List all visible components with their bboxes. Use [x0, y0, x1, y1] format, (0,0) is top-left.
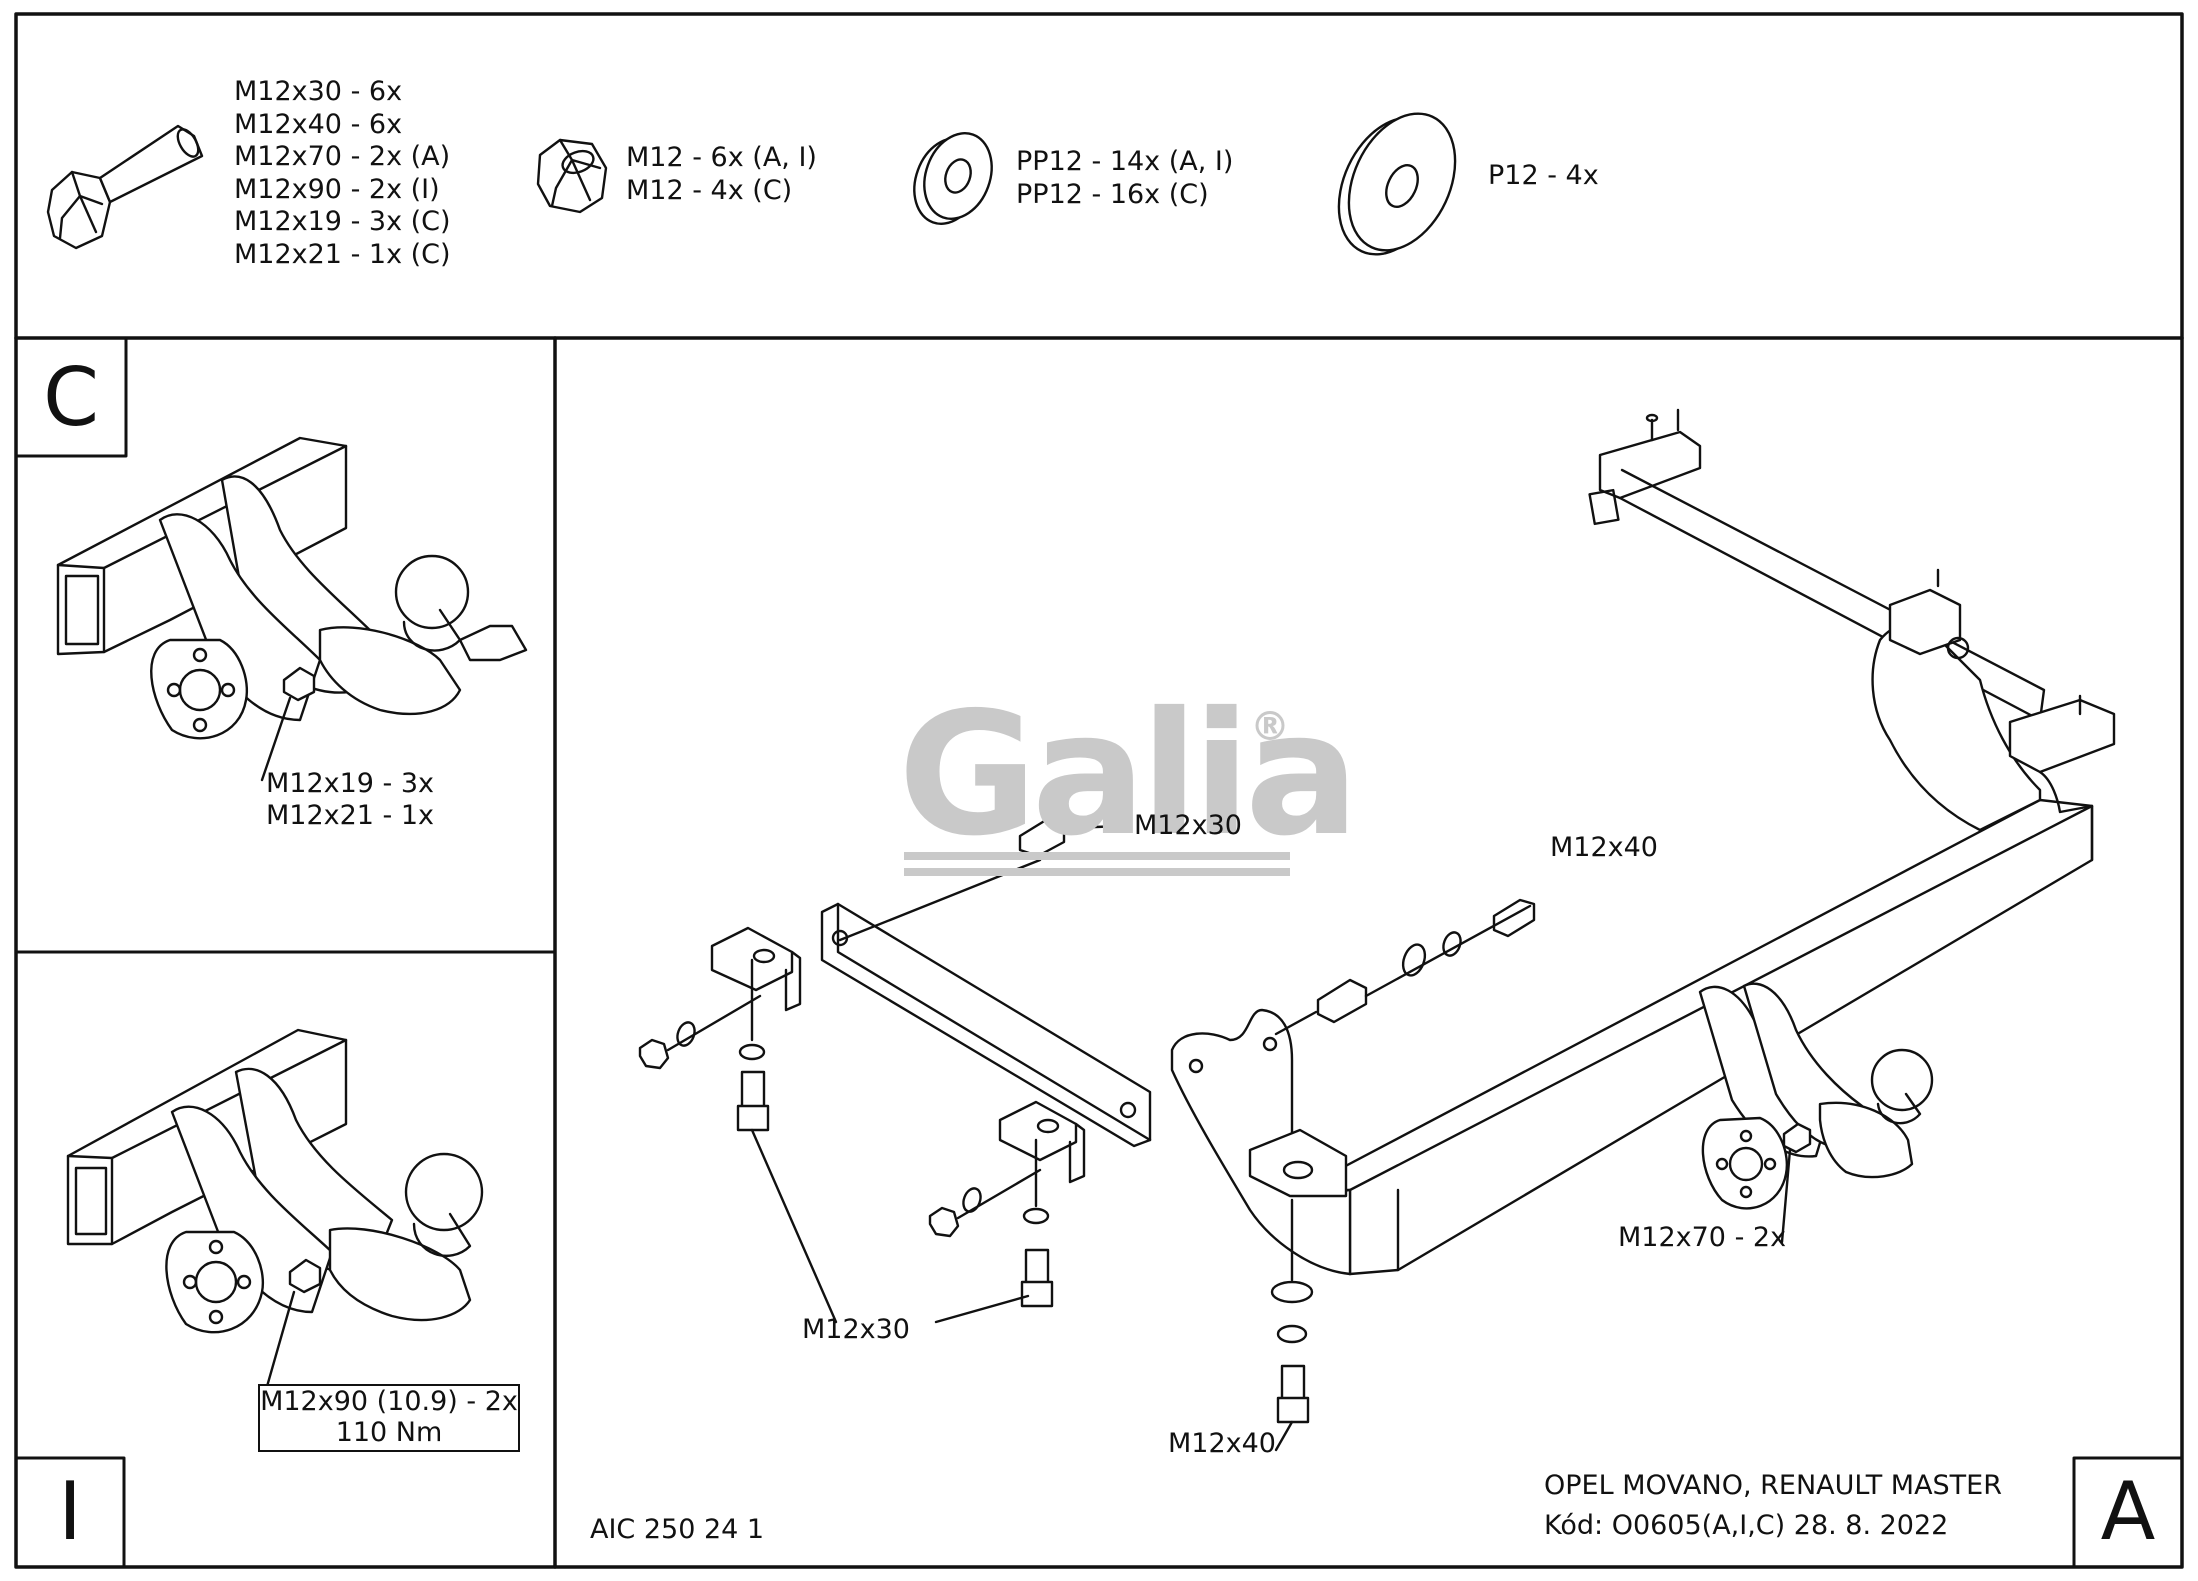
nut-spec: M12 - 4x (C): [626, 174, 793, 206]
registered-mark: ®: [1250, 704, 1290, 750]
cross-bar: [1298, 798, 2094, 1276]
nut-icon: [536, 138, 608, 214]
bolt-spec: M12x19 - 3x (C): [234, 206, 451, 237]
panel-letter-a: A: [2100, 1465, 2156, 1558]
panel-letter-i: I: [58, 1465, 82, 1558]
callout-c-line2: M12x21 - 1x: [265, 800, 435, 831]
callout-leader-c: [260, 696, 292, 782]
callout-i-box: M12x90 (10.9) - 2x 110 Nm: [258, 1384, 520, 1452]
washer-icon: [913, 132, 993, 225]
large-washer-list: P12 - 4x: [1488, 160, 1599, 193]
bolt-list: M12x30 - 6x M12x40 - 6x M12x70 - 2x (A) …: [234, 76, 451, 271]
nut-spec: M12 - 6x (A, I): [626, 142, 817, 173]
label-m12x40-top: M12x40: [1550, 832, 1658, 863]
washer-list: PP12 - 14x (A, I) PP12 - 16x (C): [1016, 146, 1233, 211]
washer-spec: PP12 - 16x (C): [1016, 178, 1209, 210]
callout-i-line2: 110 Nm: [335, 1417, 443, 1448]
label-m12x40-bottom: M12x40: [1168, 1428, 1276, 1459]
bolt-spec: M12x70 - 2x (A): [234, 141, 451, 172]
panel-letter-c: C: [43, 351, 99, 444]
callout-c-line1: M12x19 - 3x: [265, 768, 435, 799]
bolt-spec: M12x90 - 2x (I): [234, 173, 440, 205]
large-washer-spec: P12 - 4x: [1488, 160, 1599, 191]
label-m12x70: M12x70 - 2x: [1618, 1222, 1787, 1253]
label-m12x30-bottom: M12x30: [802, 1314, 910, 1345]
nut-list: M12 - 6x (A, I) M12 - 4x (C): [626, 142, 817, 207]
galia-logo: Galia: [898, 676, 1360, 874]
drawing-code: AIC 250 24 1: [590, 1514, 765, 1545]
side-bracket-right: [1588, 408, 2116, 862]
towbar-detail-i: [66, 1028, 484, 1334]
product-code-date: Kód: O0605(A,I,C) 28. 8. 2022: [1544, 1510, 1949, 1541]
flange-ball-assembly: [1698, 982, 1934, 1210]
bolt-spec: M12x21 - 1x (C): [234, 238, 451, 270]
drawing-frame: [14, 12, 2184, 1569]
bolt-spec: M12x30 - 6x: [234, 76, 403, 107]
bolt-icon: [46, 124, 204, 250]
towbar-detail-c: [56, 436, 528, 740]
fasteners-exploded: [638, 818, 1536, 1424]
label-m12x30-top: M12x30: [1134, 810, 1242, 841]
separate-mounting-plate: [710, 902, 1152, 1184]
large-washer-icon: [1337, 112, 1457, 256]
callout-i-line1: M12x90 (10.9) - 2x: [260, 1386, 518, 1417]
washer-spec: PP12 - 14x (A, I): [1016, 146, 1234, 177]
bolt-spec: M12x40 - 6x: [234, 108, 403, 140]
logo-underline: [904, 852, 1290, 876]
vehicle-title: OPEL MOVANO, RENAULT MASTER: [1544, 1470, 2002, 1501]
callout-leaders-a: [750, 824, 1792, 1452]
side-bracket-left: [1170, 1008, 1352, 1276]
